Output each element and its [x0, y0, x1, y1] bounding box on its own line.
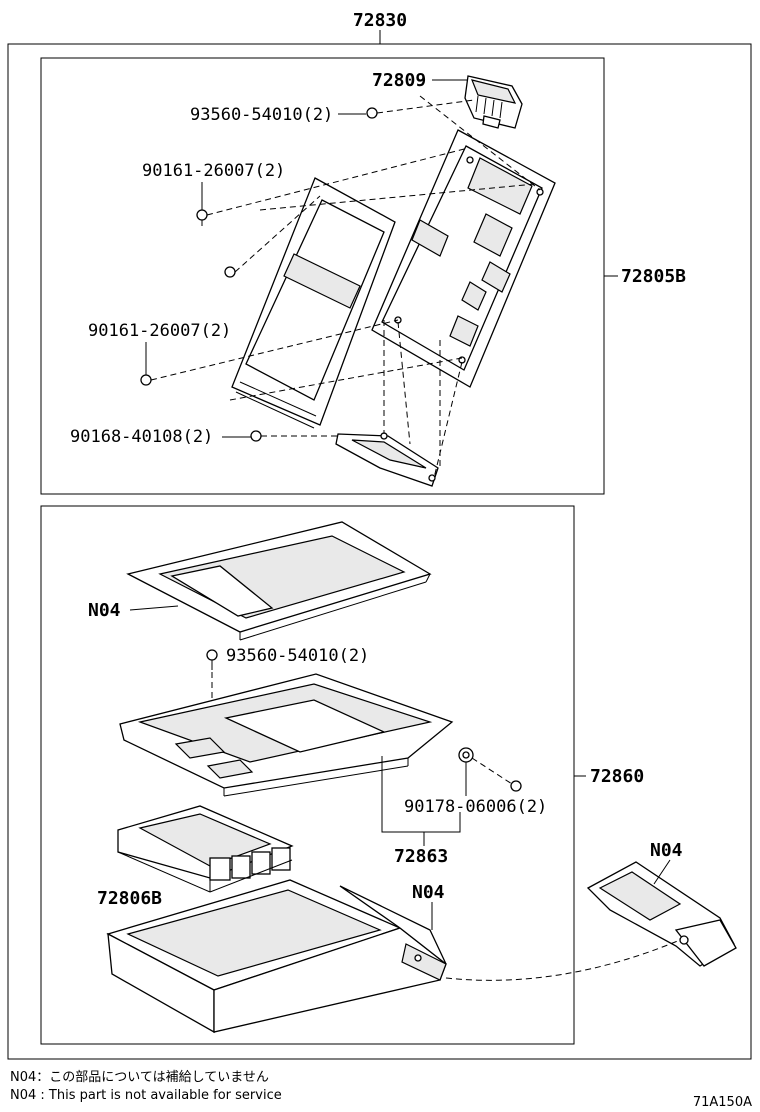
leader-n04-hinge: [653, 859, 671, 885]
diagram-code: 71A150A: [693, 1095, 752, 1110]
footnote-jp: N04：この部品については補給していません: [10, 1070, 269, 1085]
lower-group-frame: [40, 505, 575, 1045]
assembly-line-90178: [471, 757, 513, 785]
callout-93560-54010-top[interactable]: 93560-54010(2): [190, 105, 333, 125]
screw-90161-b[interactable]: [140, 374, 152, 386]
callout-90168-40108[interactable]: 90168-40108(2): [70, 427, 213, 447]
unit-72806b[interactable]: [117, 805, 294, 893]
upper-group: 72809 93560-54010(2) 90161-26007(2) 9016…: [40, 57, 686, 495]
screw-90161-a[interactable]: [196, 209, 208, 226]
lower-group: N04 93560-54010(2) 90178-060: [40, 505, 644, 1045]
leader-72863: [381, 756, 461, 833]
bracket-bottom[interactable]: [335, 432, 439, 487]
screw-90161-extra[interactable]: [224, 266, 236, 278]
part-number-72805b[interactable]: 72805B: [621, 266, 686, 287]
callout-93560-54010-mid[interactable]: 93560-54010(2): [226, 646, 369, 666]
assembly-frame: [7, 43, 752, 1060]
footnote-en: N04 : This part is not available for ser…: [10, 1088, 282, 1103]
storage-box[interactable]: [106, 879, 447, 1034]
frame-left[interactable]: [231, 177, 396, 429]
callout-90178-06006[interactable]: 90178-06006(2): [404, 797, 547, 817]
callout-n04-tray[interactable]: N04: [88, 600, 121, 621]
callout-n04-box[interactable]: N04: [412, 882, 445, 903]
leader-n04-tray: [129, 605, 179, 611]
callout-90161-26007-a[interactable]: 90161-26007(2): [142, 161, 285, 181]
callout-72806b[interactable]: 72806B: [97, 888, 162, 909]
main-part-number[interactable]: 72830: [353, 10, 407, 31]
console-base[interactable]: [119, 673, 454, 797]
hinge-n04[interactable]: [586, 861, 737, 967]
assembly-line-hinge: [445, 939, 681, 981]
nut-90178[interactable]: [458, 747, 474, 763]
callout-72809[interactable]: 72809: [372, 70, 426, 91]
part-number-72860[interactable]: 72860: [590, 766, 644, 787]
screw-90168[interactable]: [250, 430, 262, 442]
screw-93560-top[interactable]: [366, 107, 378, 119]
tray-n04[interactable]: [126, 521, 432, 641]
callout-90161-26007-b[interactable]: 90161-26007(2): [88, 321, 231, 341]
callout-n04-hinge[interactable]: N04: [650, 840, 683, 861]
screw-93560-mid[interactable]: [206, 649, 218, 670]
assembly-lines-upper: [150, 95, 541, 479]
callout-72863[interactable]: 72863: [394, 846, 448, 867]
panel-72805b[interactable]: [371, 129, 556, 388]
screw-90178[interactable]: [510, 780, 522, 792]
bracket-72809[interactable]: [464, 75, 523, 129]
